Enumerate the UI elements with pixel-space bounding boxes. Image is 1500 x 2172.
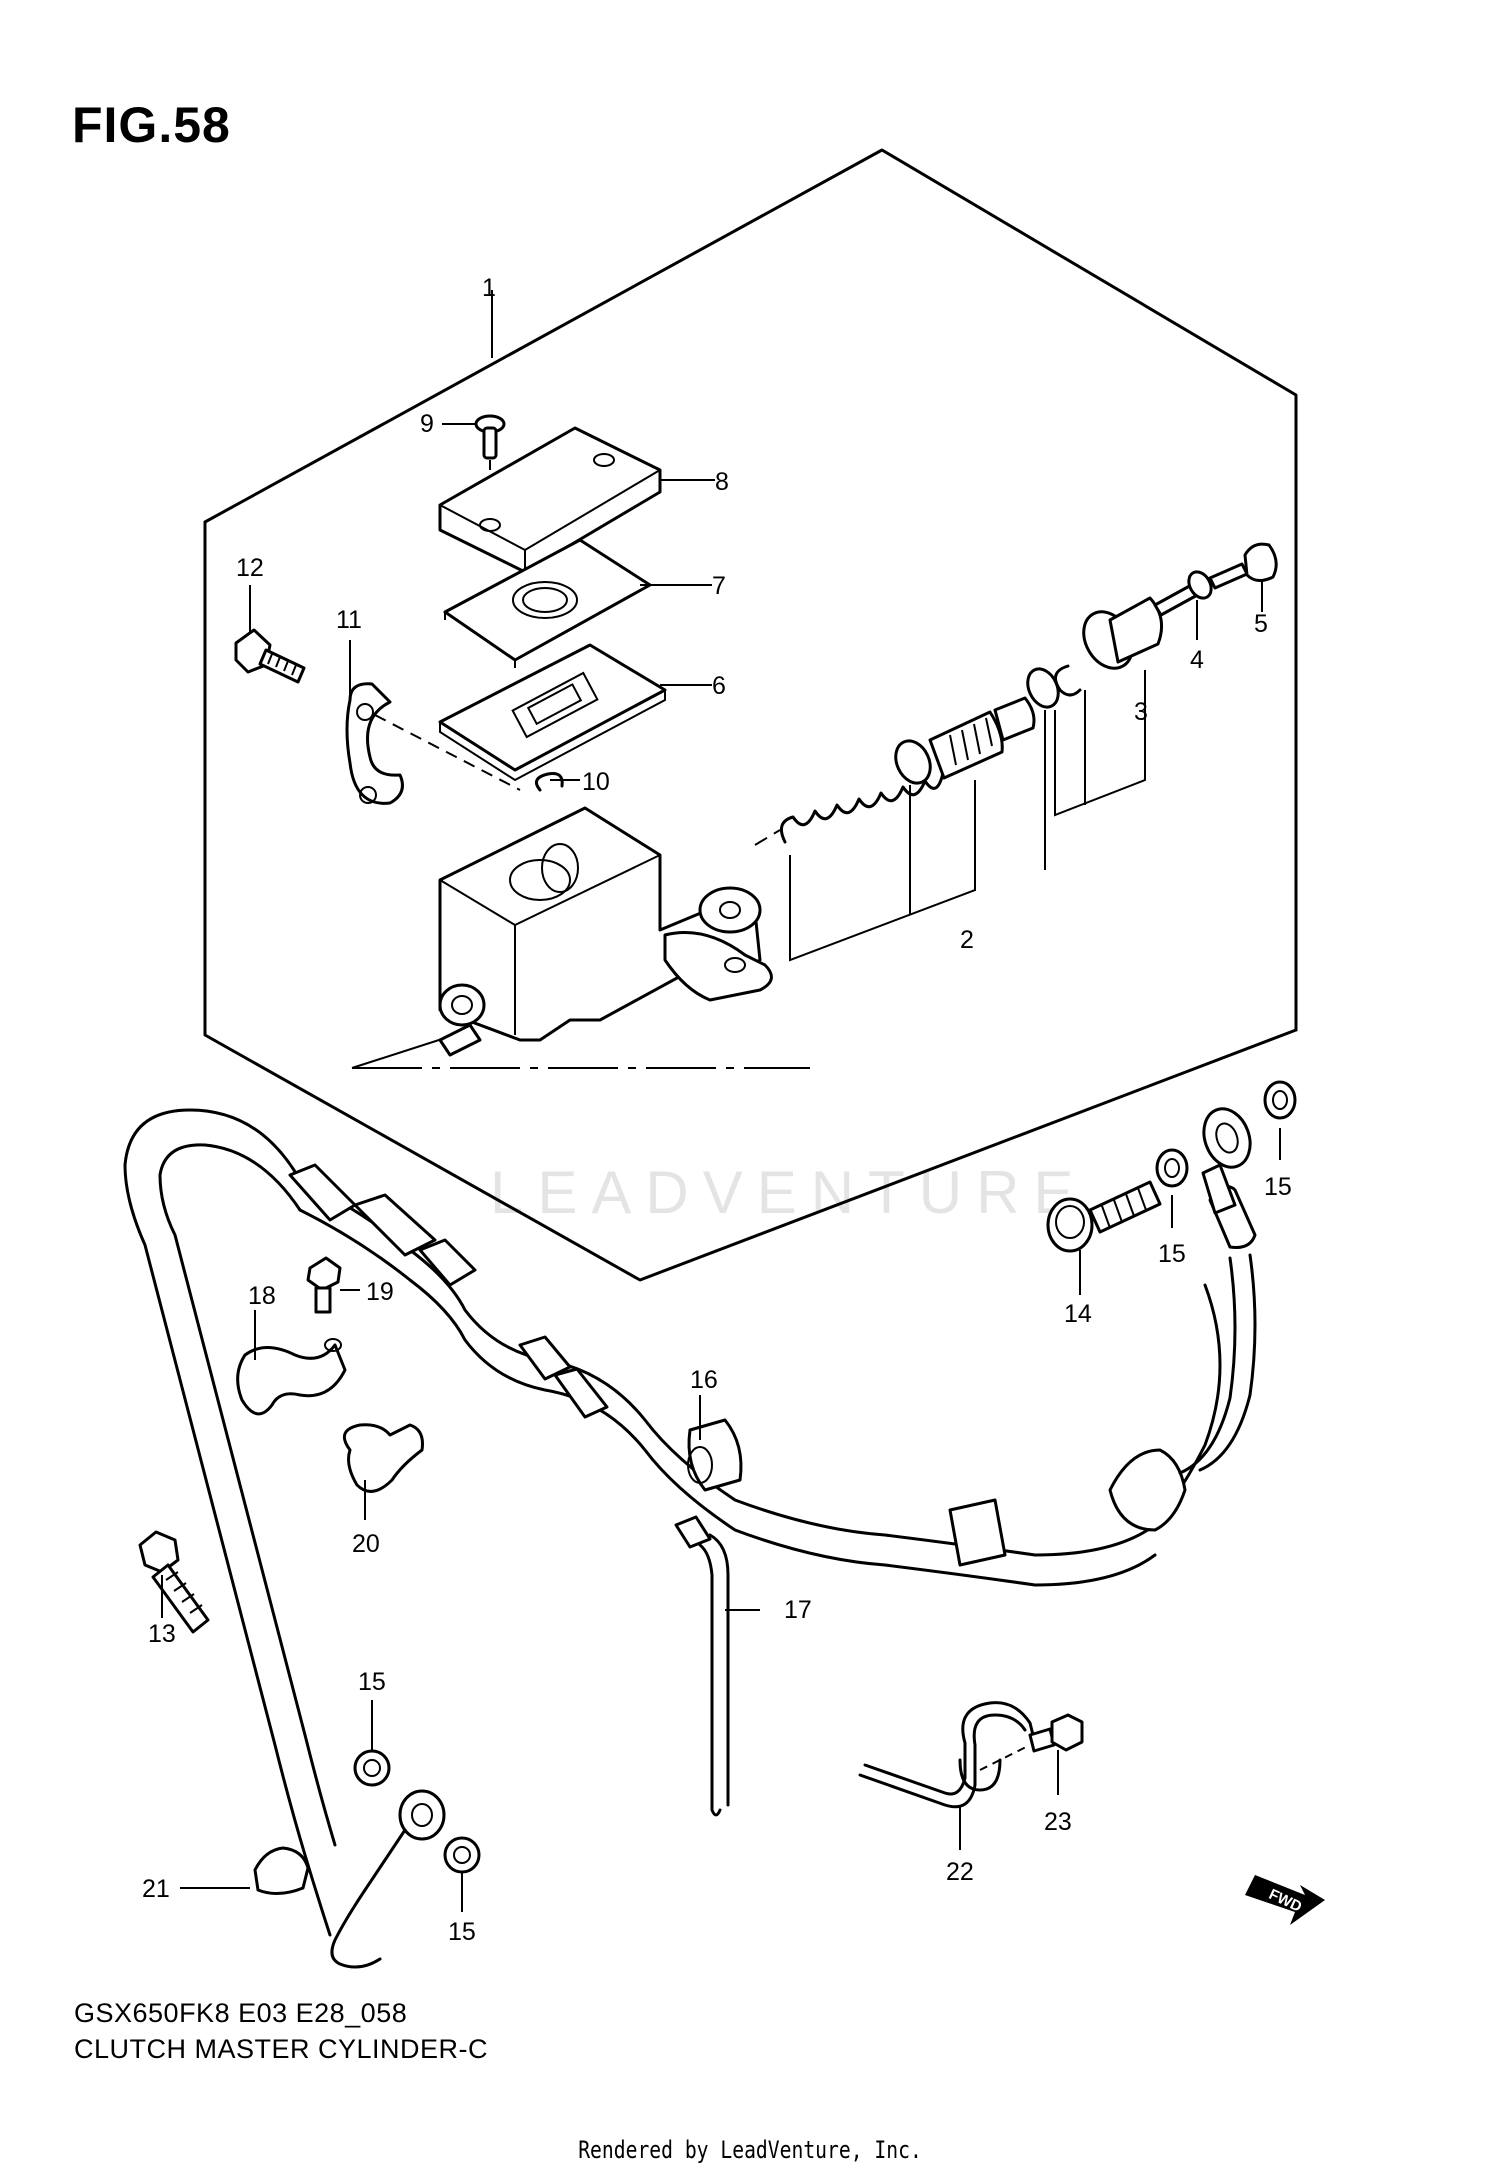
clutch-hose xyxy=(123,1108,1257,1937)
figure-title: FIG.58 xyxy=(72,97,231,153)
gasket-middle xyxy=(1155,1148,1189,1188)
callout-labels: 1 2 3 4 5 6 7 8 9 10 11 12 13 14 15 15 1… xyxy=(142,274,1292,1946)
rod-end-boot xyxy=(1243,542,1278,582)
callout-10: 10 xyxy=(582,768,610,796)
callout-22: 22 xyxy=(946,1858,974,1886)
callout-leaders-upper xyxy=(249,290,1263,781)
callout-16: 16 xyxy=(690,1366,718,1394)
callout-14: 14 xyxy=(1064,1300,1092,1328)
hose-clip xyxy=(253,1846,310,1895)
callout-15-bottom: 15 xyxy=(448,1918,476,1946)
assembly-boundary xyxy=(203,148,1298,1282)
callout-7: 7 xyxy=(712,572,726,600)
callout-18: 18 xyxy=(248,1282,276,1310)
callout-17: 17 xyxy=(784,1596,812,1624)
union-bolt xyxy=(1046,1180,1162,1253)
diagram-code: GSX650FK8 E03 E28_058 xyxy=(74,1998,408,2028)
lower-banjo-fitting xyxy=(330,1789,446,1969)
callout-13: 13 xyxy=(148,1620,176,1648)
gasket-lower-bottom xyxy=(443,1836,481,1874)
callout-23: 23 xyxy=(1044,1808,1072,1836)
forward-arrow-icon: FWD xyxy=(1245,1875,1325,1925)
callout-9: 9 xyxy=(420,410,434,438)
diaphragm xyxy=(438,643,667,782)
upper-banjo-fitting xyxy=(1201,1107,1252,1215)
callout-12: 12 xyxy=(236,554,264,582)
hose-bolt xyxy=(138,1530,210,1634)
callout-bracket-3 xyxy=(1054,670,1146,817)
callout-15-middle: 15 xyxy=(1158,1240,1186,1268)
hose-clamp xyxy=(342,1423,424,1493)
callout-15-lower-left: 15 xyxy=(358,1668,386,1696)
tie-strap xyxy=(674,1515,730,1817)
diagram-name: CLUTCH MASTER CYLINDER-C xyxy=(74,2034,489,2064)
callout-1: 1 xyxy=(482,274,496,302)
callout-bracket-2 xyxy=(789,710,1046,962)
callout-2: 2 xyxy=(960,926,974,954)
gasket-lower-left xyxy=(353,1749,391,1787)
callout-8: 8 xyxy=(715,468,729,496)
callout-leaders-lower xyxy=(161,1128,1281,1912)
callout-3: 3 xyxy=(1134,698,1148,726)
callout-20: 20 xyxy=(352,1530,380,1558)
clamp-bolt xyxy=(234,628,306,684)
reservoir-cap xyxy=(438,426,662,574)
render-credit: Rendered by LeadVenture, Inc. xyxy=(578,2136,922,2164)
diaphragm-plate xyxy=(443,538,652,668)
callout-11: 11 xyxy=(336,606,362,634)
watermark-text: LEADVENTURE xyxy=(490,1159,1088,1226)
callout-6: 6 xyxy=(712,672,726,700)
wire-bracket xyxy=(858,1701,1037,1809)
master-cylinder-body xyxy=(438,806,773,1057)
return-spring xyxy=(779,771,945,844)
callout-5: 5 xyxy=(1254,610,1268,638)
callout-4: 4 xyxy=(1190,646,1204,674)
gasket-upper-right xyxy=(1263,1080,1297,1120)
piston-kit xyxy=(754,596,1164,846)
push-rod xyxy=(1153,562,1249,617)
callout-21: 21 xyxy=(142,1875,170,1903)
circlip xyxy=(534,772,564,792)
hose-guide xyxy=(236,1338,347,1416)
callout-19: 19 xyxy=(366,1278,394,1306)
guide-bolt xyxy=(306,1256,342,1314)
bracket-bolt xyxy=(1028,1713,1084,1753)
clamp-bracket xyxy=(345,682,521,805)
callout-15-top-right: 15 xyxy=(1264,1173,1292,1201)
hose-grommet xyxy=(687,1418,743,1492)
